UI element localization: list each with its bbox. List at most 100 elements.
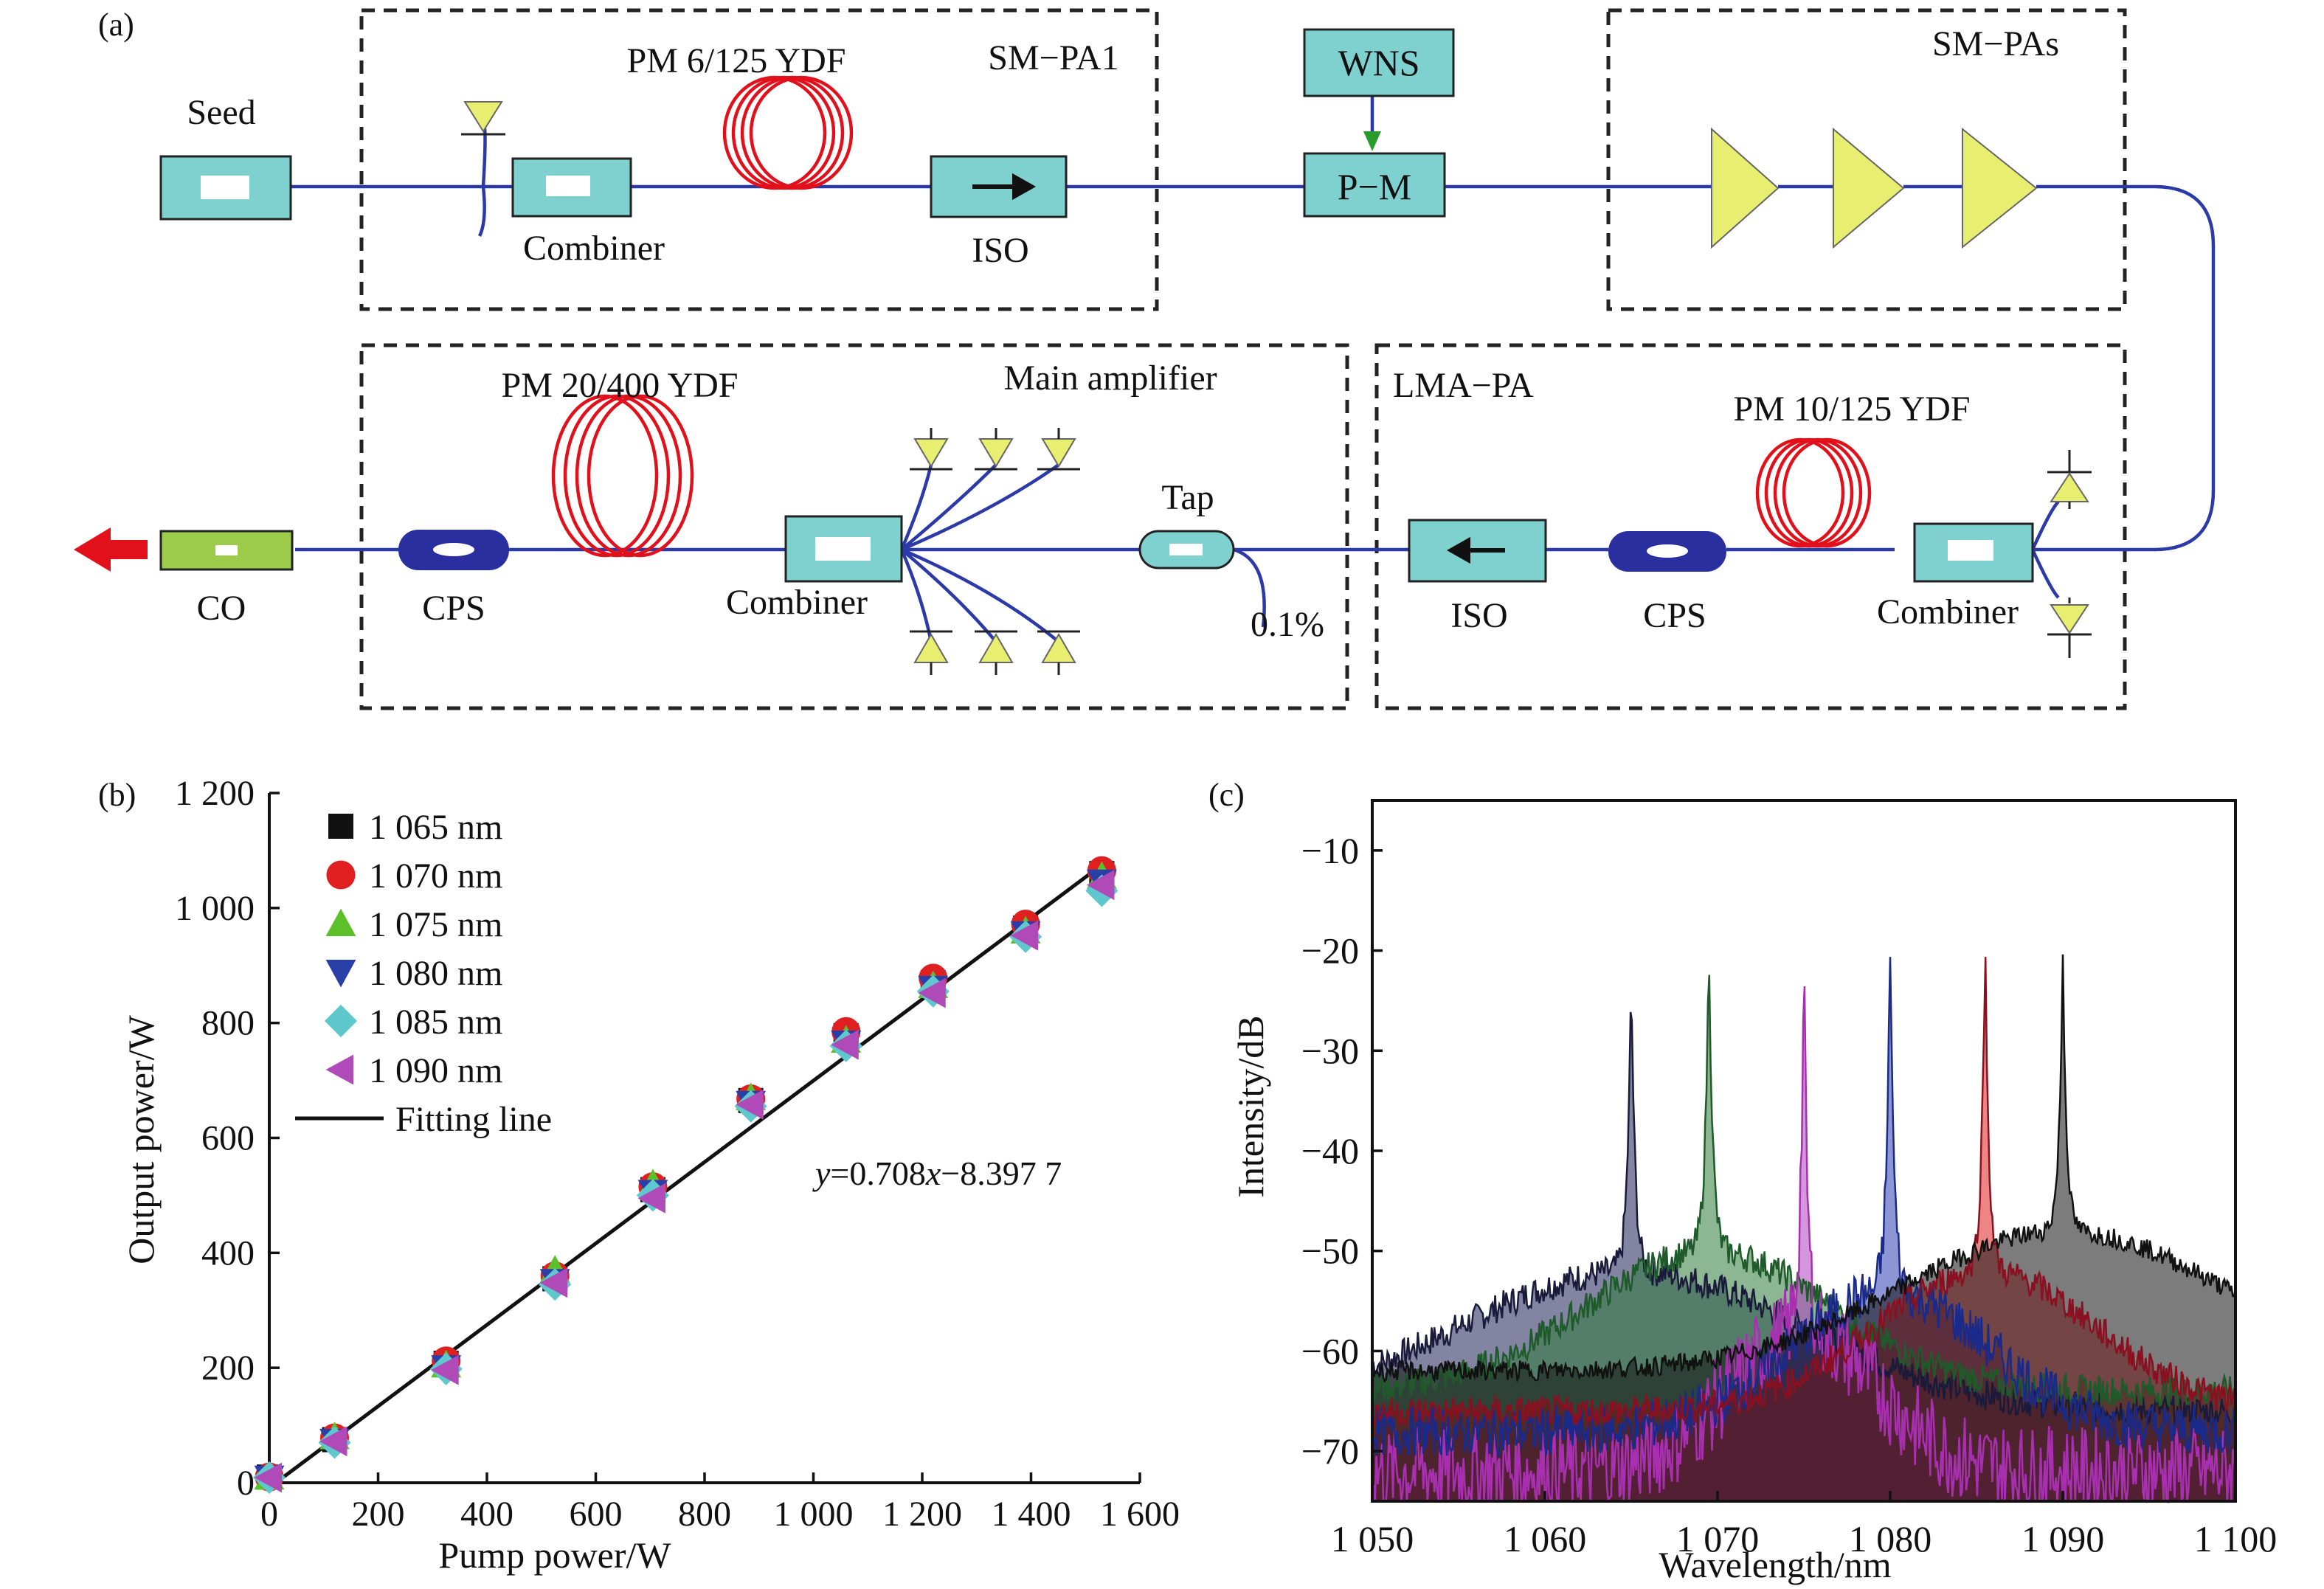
chart-b-points xyxy=(252,856,1118,1495)
combiner-2-label: Combiner xyxy=(726,583,868,622)
data-point-triangle-left xyxy=(1010,920,1039,951)
eq-part1: =0.708 xyxy=(830,1154,925,1192)
chart-b-xtick-label: 1 200 xyxy=(882,1495,962,1534)
chart-b-fit-equation: y=0.708x−8.397 7 xyxy=(812,1154,1062,1192)
chart-c-ytick-label: −10 xyxy=(1301,830,1359,871)
chart-c-xtick-label: 1 100 xyxy=(2194,1518,2278,1559)
amp-triangle-3 xyxy=(1962,127,2038,249)
legend-label: 1 065 nm xyxy=(369,808,502,847)
chart-b-ytick-label: 1 200 xyxy=(175,774,255,813)
isolator-2-arrow-icon xyxy=(1446,536,1505,564)
chart-c-xtick-label: 1 080 xyxy=(1849,1518,1932,1559)
chart-b-xtick-label: 1 000 xyxy=(774,1495,854,1534)
isolator-1-label: ISO xyxy=(972,231,1028,270)
pm10-ydf-label: PM 10/125 YDF xyxy=(1734,390,1971,429)
chart-b-xtick-label: 400 xyxy=(460,1495,513,1534)
legend-marker-square xyxy=(328,814,353,839)
phase-modulator xyxy=(1303,152,1446,218)
legend-label: 1 080 nm xyxy=(369,954,502,993)
data-point-triangle-left xyxy=(254,1462,282,1493)
pump-diodes-bottom xyxy=(910,630,1080,675)
panel-a-schematic: (a) Seed Combiner PM 6/125 YDF xyxy=(74,7,2216,710)
wns-arrow-icon xyxy=(1363,131,1381,151)
isolator-1 xyxy=(930,155,1068,218)
chart-b-xtick-label: 1 400 xyxy=(992,1495,1071,1534)
chart-b-ytick-label: 400 xyxy=(201,1233,255,1273)
chart-b-ytick-label: 800 xyxy=(201,1004,255,1043)
data-point-triangle-left xyxy=(918,977,946,1008)
data-point-triangle-left xyxy=(431,1354,459,1385)
phase-modulator-label: P−M xyxy=(1338,166,1411,207)
cps-1-label: CPS xyxy=(422,589,485,628)
amp-triangle-1 xyxy=(1711,127,1780,249)
data-point-triangle-left xyxy=(831,1029,859,1060)
data-point-triangle-left xyxy=(736,1089,764,1120)
chart-c-xlabel: Wavelength/nm xyxy=(1659,1544,1891,1585)
pm6-ydf-label: PM 6/125 YDF xyxy=(627,41,846,80)
legend-fit-label: Fitting line xyxy=(395,1100,552,1139)
sm-pa1-group xyxy=(359,8,1159,311)
spectrum-line-1069.5nm xyxy=(1371,974,2237,1409)
fiber-pump-port-1 xyxy=(477,120,487,238)
main-amplifier-group xyxy=(359,343,1349,710)
chart-b-ytick-label: 0 xyxy=(237,1464,255,1503)
isolator-2-label: ISO xyxy=(1450,596,1507,635)
seed-label: Seed xyxy=(187,93,255,132)
chart-b-ytick-label: 1 000 xyxy=(175,889,255,928)
chart-c-xtick-label: 1 050 xyxy=(1331,1518,1414,1559)
chart-b-xtick-label: 1 600 xyxy=(1100,1495,1180,1534)
chart-b-ylabel: Output power/W xyxy=(120,1014,162,1264)
chart-c-xtick-label: 1 060 xyxy=(1504,1518,1587,1559)
eq-x: x xyxy=(925,1154,941,1192)
legend-label: 1 085 nm xyxy=(369,1003,502,1042)
chart-c-lines xyxy=(1371,954,2237,1504)
legend-marker-circle xyxy=(326,860,356,890)
chart-c-xtick-label: 1 070 xyxy=(1676,1518,1760,1559)
pump-fanout xyxy=(899,463,1060,643)
data-point-triangle-left xyxy=(1086,870,1115,901)
seed-window xyxy=(201,176,249,199)
pump-diode-1 xyxy=(463,101,503,133)
coil-pm6 xyxy=(722,75,854,190)
main-amplifier-label: Main amplifier xyxy=(1003,359,1217,398)
chart-b-ytick-label: 200 xyxy=(201,1349,255,1388)
chart-b-fit xyxy=(274,863,1103,1484)
chart-c-panel-label: (c) xyxy=(1208,777,1245,813)
combiner-1-window xyxy=(546,176,590,196)
fitting-line xyxy=(274,863,1103,1484)
output-arrow-icon xyxy=(74,527,111,572)
cps-2-label: CPS xyxy=(1643,596,1706,635)
legend-marker-triangle-down xyxy=(325,960,356,988)
tap-window xyxy=(1169,544,1203,555)
eq-y: y xyxy=(812,1154,831,1192)
chart-c-ytick-label: −70 xyxy=(1301,1430,1359,1472)
chart-c-ylabel: Intensity/dB xyxy=(1230,1015,1271,1197)
lma-pa-group xyxy=(1374,343,2127,710)
chart-b-xtick-label: 800 xyxy=(678,1495,731,1534)
panel-a-label: (a) xyxy=(98,7,134,43)
sm-pas-label: SM−PAs xyxy=(1932,24,2059,63)
collimator-window xyxy=(215,545,238,555)
chart-c-ytick-label: −20 xyxy=(1301,930,1359,972)
chart-b-xtick-label: 0 xyxy=(260,1495,278,1534)
legend-marker-triangle-up xyxy=(325,908,356,936)
lma-pump-diodes xyxy=(2047,450,2092,658)
tap-ratio-label: 0.1% xyxy=(1251,605,1324,644)
coil-pm10 xyxy=(1755,437,1872,548)
isolator-1-arrow-icon xyxy=(972,173,1037,201)
output-arrow-shaft xyxy=(111,540,148,559)
combiner-1-label: Combiner xyxy=(523,229,665,268)
pump-diodes-top xyxy=(910,428,1080,471)
chart-b-xtick-label: 600 xyxy=(570,1495,623,1534)
legend-label: 1 090 nm xyxy=(369,1051,502,1090)
pump-port-lma xyxy=(2030,500,2060,599)
legend-label: 1 075 nm xyxy=(369,905,502,944)
legend-marker-diamond xyxy=(324,1004,358,1038)
data-point-triangle-left xyxy=(539,1267,568,1298)
lma-pa-label: LMA−PA xyxy=(1393,366,1534,405)
chart-b-legend: 1 065 nm1 070 nm1 075 nm1 080 nm1 085 nm… xyxy=(295,808,552,1139)
